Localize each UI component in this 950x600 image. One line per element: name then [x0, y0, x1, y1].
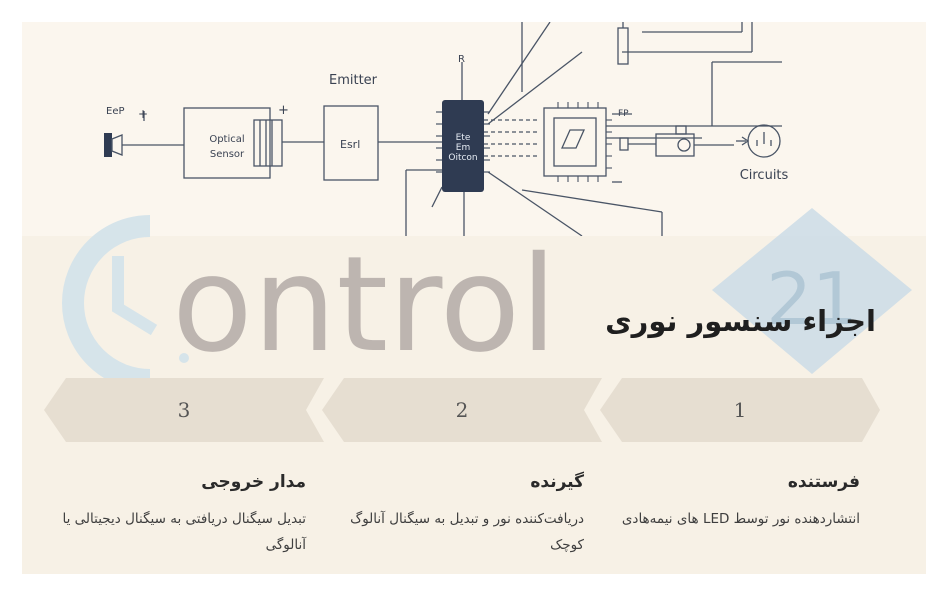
watermark-clock-icon	[112, 256, 158, 336]
step-number-3: 3	[177, 398, 191, 422]
diagram-svg: EeP + + Optical Sensor Emitter Esrl R FP…	[104, 22, 789, 236]
step-column-1: فرستنده انتشاردهنده نور توسط LED های نیم…	[600, 472, 860, 532]
sensor-module	[543, 107, 607, 177]
optical-sensor-diagram: EeP + + Optical Sensor Emitter Esrl R FP…	[22, 22, 926, 236]
label-fp: FP	[618, 109, 629, 119]
watermark-badge-icon: 21	[712, 208, 912, 374]
step-description-2: دریافت‌کننده نور و تبدیل به سیگنال آنالو…	[350, 511, 584, 553]
step-description-1: انتشاردهنده نور توسط LED های نیمه‌هادی	[621, 511, 860, 527]
emitter-box	[323, 105, 379, 181]
step-heading-1: فرستنده	[787, 472, 860, 492]
led-lens	[111, 134, 123, 156]
step-number-2: 2	[455, 398, 469, 422]
label-plus-right: +	[278, 103, 289, 118]
page-title: اجزاء سنسور نوری	[605, 304, 876, 338]
step-chevron-1: 1	[600, 378, 880, 442]
label-r: R	[458, 54, 465, 65]
chip-label-1: Ete	[456, 133, 471, 143]
step-column-2: گیرنده دریافت‌کننده نور و تبدیل به سیگنا…	[324, 472, 584, 558]
step-heading-3: مدار خروجی	[201, 472, 306, 492]
led-icon	[104, 133, 112, 157]
step-heading-2: گیرنده	[530, 472, 584, 492]
label-esrl: Esrl	[340, 138, 360, 151]
step-description-3: تبدیل سیگنال دریافتی به سیگنال دیجیتالی …	[62, 511, 306, 553]
svg-text:21: 21	[766, 257, 858, 341]
label-eep: EeP	[106, 106, 125, 117]
label-circuits: Circuits	[740, 168, 789, 183]
step-chevron-2: 2	[322, 378, 602, 442]
step-chevron-3: 3	[44, 378, 324, 442]
step-number-1: 1	[733, 398, 747, 422]
label-emitter: Emitter	[329, 73, 378, 88]
watermark-c-icon	[62, 215, 151, 391]
watermark-text: ontrol	[172, 228, 557, 382]
label-sensor: Sensor	[210, 149, 245, 160]
step-column-3: مدار خروجی تبدیل سیگنال دریافتی به سیگنا…	[46, 472, 306, 558]
connector-icon	[617, 27, 629, 65]
steps-bar: 3 2 1	[44, 378, 880, 442]
label-optical: Optical	[209, 134, 244, 145]
slide: EeP + + Optical Sensor Emitter Esrl R FP…	[22, 22, 926, 574]
chip-label-2: Em	[456, 143, 470, 153]
optical-sensor-box	[183, 107, 271, 179]
watermark: ontrol 21	[22, 208, 926, 398]
sensor-lens	[253, 119, 283, 167]
chip-label-3: Oitcon	[448, 153, 477, 163]
output-component	[655, 133, 695, 157]
label-plus-left: +	[138, 107, 148, 121]
watermark-svg: ontrol 21	[62, 208, 912, 391]
control-chip	[442, 100, 484, 192]
